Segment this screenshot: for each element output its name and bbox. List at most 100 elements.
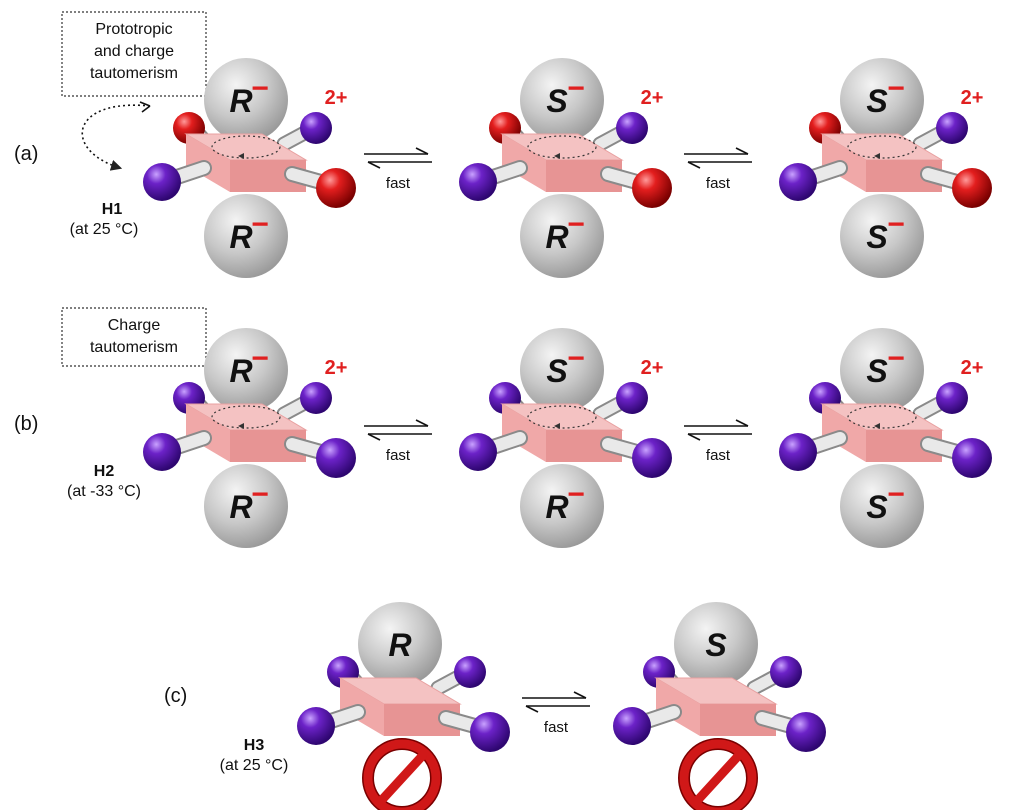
temperature-label: (at 25 °C) xyxy=(70,221,139,238)
top-negative-charge: − xyxy=(887,342,905,375)
equilibrium-arrow xyxy=(684,419,752,441)
host-label: H3 xyxy=(244,737,265,754)
equilibrium-arrow xyxy=(522,691,590,713)
purple-ball xyxy=(300,112,332,144)
arrow-label: fast xyxy=(706,175,731,192)
molecule: S−S−2+ xyxy=(779,58,992,278)
arrow-label: fast xyxy=(386,175,411,192)
bottom-sphere xyxy=(840,464,924,548)
top-configuration-label: S xyxy=(866,353,888,389)
top-configuration-label: R xyxy=(388,627,411,663)
purple-ball xyxy=(300,382,332,414)
rotation-ring xyxy=(211,405,281,429)
complex-charge: 2+ xyxy=(961,87,984,109)
purple-ball xyxy=(936,382,968,414)
proton-transfer-arrow xyxy=(81,104,151,171)
bottom-configuration-label: R xyxy=(545,489,568,525)
rotation-ring xyxy=(527,405,597,429)
bottom-sphere xyxy=(204,464,288,548)
red-ball xyxy=(632,168,672,208)
row-label: (b) xyxy=(14,413,38,435)
purple-ball xyxy=(779,433,817,471)
bottom-negative-charge: − xyxy=(887,208,905,241)
purple-ball xyxy=(632,438,672,478)
molecule: R−R−2+ xyxy=(143,58,356,278)
purple-ball xyxy=(143,163,181,201)
mechanism-label-box xyxy=(61,11,207,97)
rotation-ring xyxy=(527,135,597,159)
rotation-arrow-icon xyxy=(554,153,560,159)
top-sphere xyxy=(840,58,924,142)
rotation-arrow-icon xyxy=(554,423,560,429)
arrow-label: fast xyxy=(386,447,411,464)
mechanism-label-box xyxy=(61,307,207,367)
rotation-ring xyxy=(847,135,917,159)
top-negative-charge: − xyxy=(567,72,585,105)
top-configuration-label: R xyxy=(229,353,252,389)
purple-ball xyxy=(613,707,651,745)
host-label: H1 xyxy=(102,201,123,218)
purple-ball xyxy=(936,112,968,144)
red-ball xyxy=(952,168,992,208)
mechanism-label-line: Prototropic xyxy=(95,21,172,38)
top-negative-charge: − xyxy=(251,72,269,105)
molecule: S−S−2+ xyxy=(779,328,992,548)
complex-charge: 2+ xyxy=(641,87,664,109)
equilibrium-arrow xyxy=(364,147,432,169)
prohibited-icon xyxy=(362,738,442,810)
host-label: H2 xyxy=(94,463,115,480)
top-sphere xyxy=(204,328,288,412)
molecule: R−R−2+ xyxy=(143,328,356,548)
bottom-negative-charge: − xyxy=(567,208,585,241)
purple-ball xyxy=(770,656,802,688)
rotation-arrow-icon xyxy=(238,153,244,159)
bottom-negative-charge: − xyxy=(567,478,585,511)
top-configuration-label: S xyxy=(866,83,888,119)
top-sphere xyxy=(840,328,924,412)
bottom-negative-charge: − xyxy=(887,478,905,511)
molecule: S−R−2+ xyxy=(459,58,672,278)
purple-ball xyxy=(470,712,510,752)
proton-transfer-arrowhead xyxy=(139,101,151,113)
bottom-configuration-label: R xyxy=(545,219,568,255)
mechanism-label-line: Charge xyxy=(108,317,161,334)
top-negative-charge: − xyxy=(567,342,585,375)
red-ball xyxy=(316,168,356,208)
rotation-arrow-icon xyxy=(238,423,244,429)
purple-ball xyxy=(316,438,356,478)
rotation-ring xyxy=(847,405,917,429)
prohibited-icon xyxy=(678,738,758,810)
top-sphere xyxy=(520,328,604,412)
purple-ball xyxy=(779,163,817,201)
purple-ball xyxy=(454,656,486,688)
top-negative-charge: − xyxy=(887,72,905,105)
bottom-configuration-label: R xyxy=(229,489,252,525)
top-sphere xyxy=(674,602,758,686)
bottom-sphere xyxy=(840,194,924,278)
top-configuration-label: S xyxy=(705,627,727,663)
complex-charge: 2+ xyxy=(325,357,348,379)
top-sphere xyxy=(358,602,442,686)
rotation-ring xyxy=(211,135,281,159)
top-configuration-label: R xyxy=(229,83,252,119)
purple-ball xyxy=(616,382,648,414)
equilibrium-arrow xyxy=(684,147,752,169)
temperature-label: (at -33 °C) xyxy=(67,483,141,500)
rotation-arrow-icon xyxy=(874,423,880,429)
mechanism-label-line: and charge xyxy=(94,43,174,60)
mechanism-label-line: tautomerism xyxy=(90,339,178,356)
bottom-configuration-label: R xyxy=(229,219,252,255)
purple-ball xyxy=(952,438,992,478)
purple-ball xyxy=(459,433,497,471)
arrow-label: fast xyxy=(544,719,569,736)
mechanism-label-line: tautomerism xyxy=(90,65,178,82)
bottom-configuration-label: S xyxy=(866,489,888,525)
top-configuration-label: S xyxy=(546,353,568,389)
bottom-sphere xyxy=(520,194,604,278)
rotation-arrow-icon xyxy=(874,153,880,159)
bottom-negative-charge: − xyxy=(251,478,269,511)
bottom-sphere xyxy=(520,464,604,548)
